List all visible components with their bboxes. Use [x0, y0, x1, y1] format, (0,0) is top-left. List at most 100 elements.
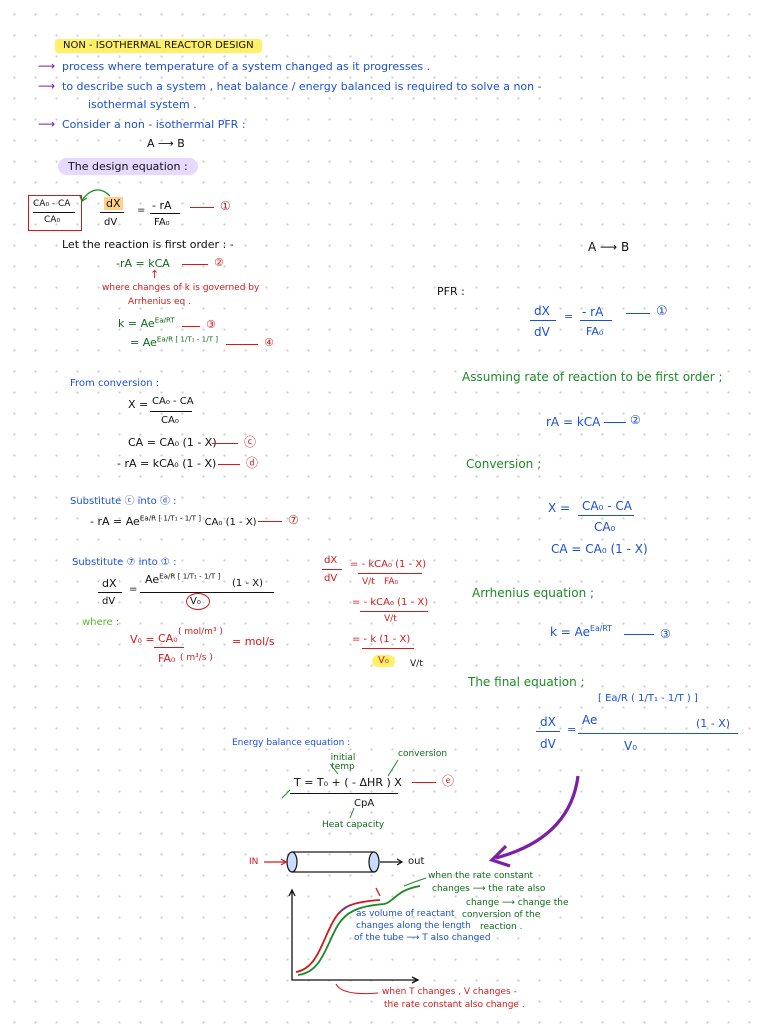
fraction-bar: [290, 793, 398, 794]
fraction-denominator: V/t: [362, 577, 375, 587]
rate-law: rA = kCA: [546, 415, 601, 429]
equation-tag: ②: [630, 413, 641, 427]
equation-tag: ⓔ: [442, 774, 455, 788]
energy-equation: T = T₀ + ( - ΔHR ) X: [294, 776, 402, 789]
conversion-lhs: X =: [128, 398, 149, 411]
fraction-denominator: FA₀: [154, 217, 170, 228]
fraction-bar: [140, 592, 274, 593]
arrow-icon: [387, 759, 399, 777]
conversion-lhs: X =: [548, 501, 571, 515]
annotation: Heat capacity: [322, 820, 385, 830]
section-title: The final equation ;: [468, 675, 585, 689]
fraction-denominator: FA₀: [158, 652, 176, 665]
tag-line: [212, 443, 238, 444]
arrhenius-eq: k = AeEa/RT: [118, 315, 175, 330]
fraction-bar: [154, 647, 184, 648]
fraction-bar: [98, 592, 122, 593]
side-note: V/t: [410, 659, 423, 669]
equals-sign: =: [129, 584, 138, 595]
arrow-icon: [281, 789, 291, 799]
where-label: where :: [82, 617, 120, 628]
fraction-bar: [33, 212, 75, 213]
annotation-pointer: [335, 983, 379, 995]
fraction-denominator: dV: [540, 737, 556, 751]
fraction-bar: [578, 515, 634, 516]
pfr-tube: [286, 851, 380, 873]
tag-line: [218, 464, 240, 465]
fraction-numerator: CA₀ - CA: [582, 499, 632, 513]
sub1-equation: - rA = AeEa/R [ 1/T₁ - 1/T ] CA₀ (1 - X): [90, 513, 257, 528]
equals-sign: =: [567, 723, 577, 736]
final-ae: Ae: [582, 713, 598, 727]
derivation-step: = - kCA₀ (1 - X): [352, 597, 429, 608]
sub2-tail: (1 - X): [232, 578, 263, 589]
fraction-bar: [362, 648, 414, 649]
equation-tag: ⑦: [288, 513, 299, 527]
equation-tag: ④: [264, 336, 274, 349]
fraction-numerator: CA₀ - CA: [33, 199, 71, 209]
fraction-denominator: CA₀: [594, 520, 616, 534]
note-text: Arrhenius eq .: [128, 297, 191, 307]
equals-sign: =: [137, 205, 146, 216]
fraction-numerator: - rA: [582, 305, 604, 319]
fraction-numerator: dX: [534, 304, 550, 318]
final-exponent: [ Ea/R ( 1/T₁ - 1/T ) ]: [598, 693, 698, 704]
note-text: where changes of k is governed by: [102, 283, 260, 293]
tag-line: [182, 326, 200, 327]
derivation-step: = - k (1 - X): [352, 634, 411, 645]
tag-line: [604, 422, 626, 423]
fraction-numerator: dX: [104, 197, 123, 210]
fraction-bar: [150, 411, 192, 412]
section-title: From conversion :: [70, 378, 160, 389]
fraction-bar: [100, 212, 124, 213]
rate-note: reaction .: [480, 922, 523, 932]
annotation: initial temp: [330, 753, 356, 772]
outlet-label: out: [408, 856, 425, 867]
rate-note: changes ⟶ the rate also: [432, 884, 546, 894]
fraction-denominator: FA₀: [586, 325, 604, 338]
bullet-text: isothermal system .: [88, 98, 197, 111]
unit-text: ( mol/m³ ): [178, 627, 223, 637]
fraction-bar: [150, 213, 180, 214]
inlet-label: IN: [249, 857, 259, 867]
final-tail: (1 - X): [696, 717, 731, 730]
fraction-denominator: dV: [324, 573, 338, 584]
fraction-numerator: - rA: [152, 199, 172, 212]
equation-tag: ②: [214, 256, 224, 269]
tag-line: [258, 521, 282, 522]
graph-note: of the tube ⟶ T also changed: [354, 933, 491, 943]
tag-line: [182, 264, 208, 265]
section-title: Substitute ⑦ into ① :: [72, 557, 177, 568]
rate-note: when the rate constant: [428, 871, 534, 881]
fraction-numerator: dX: [102, 577, 117, 590]
v0-lhs: V₀ =: [130, 633, 155, 646]
big-arrow-icon: [495, 775, 580, 860]
fraction-denominator: V₀: [624, 739, 638, 753]
fraction-denominator: CpA: [354, 798, 375, 809]
boxed-conversion: [28, 195, 82, 231]
bullet-text: to describe such a system , heat balance…: [62, 80, 542, 93]
equation-tag: ③: [206, 318, 216, 331]
bullet-text: Consider a non - isothermal PFR :: [62, 118, 246, 131]
design-equation-title: The design equation :: [58, 158, 198, 175]
fraction-bar: [322, 569, 342, 570]
ra-equation: - rA = kCA₀ (1 - X): [117, 457, 217, 470]
section-title: Arrhenius equation ;: [472, 586, 595, 600]
fraction-numerator: dX: [540, 715, 556, 729]
fraction-denominator: V₀: [190, 596, 201, 607]
fraction-denominator: dV: [534, 325, 550, 339]
fraction-denominator: FA₀: [384, 577, 399, 587]
derivation-step: = - kCA₀ (1 - X): [350, 559, 427, 570]
arrow-icon: ⟶: [38, 117, 56, 131]
fraction-bar: [360, 611, 428, 612]
section-title: Energy balance equation :: [232, 738, 351, 748]
bottom-note: the rate constant also change .: [384, 1000, 525, 1010]
equation-tag: ⓓ: [246, 456, 259, 470]
arrow-icon: [349, 807, 355, 819]
tag-line: [226, 344, 258, 345]
page-title: NON - ISOTHERMAL REACTOR DESIGN: [55, 39, 262, 53]
sub2-numerator: AeEa/R [ 1/T₁ - 1/T ]: [145, 571, 221, 586]
arrhenius-eq: k = AeEa/RT: [550, 624, 612, 639]
fraction-numerator: dX: [324, 555, 338, 566]
